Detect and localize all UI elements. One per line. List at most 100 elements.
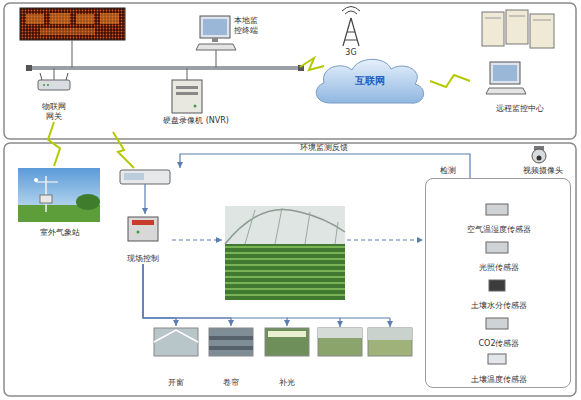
- field-panel: [4, 143, 576, 396]
- server-icon: [530, 14, 554, 48]
- camera-icon: [532, 149, 546, 163]
- sensor-node: 土壤温度传感器: [434, 351, 564, 385]
- sensor-node: CO2传感器: [434, 315, 564, 349]
- station-arm: [36, 181, 58, 182]
- led-glyph: [50, 13, 70, 24]
- node-label: 空气温湿度传感器: [434, 225, 564, 235]
- camera-lens: [537, 156, 542, 161]
- signal-arc: [342, 7, 360, 12]
- device-screen: [124, 173, 144, 180]
- drive-slot: [176, 86, 198, 89]
- greenhouse-roof: [225, 206, 345, 244]
- server-slot: [509, 16, 525, 17]
- node-label: 3G: [336, 48, 366, 58]
- light-photo: [265, 328, 309, 356]
- sensor-icon: [486, 204, 508, 215]
- actuator-drop: [339, 318, 340, 327]
- actuator-node: 补光: [263, 326, 311, 388]
- bus-drop: [71, 40, 72, 68]
- wireless-link: [300, 58, 324, 70]
- node-label: 光照传感器: [434, 263, 564, 273]
- sensor-group: 检测空气温湿度传感器光照传感器土壤水分传感器CO2传感器土壤温度传感器: [425, 178, 571, 388]
- station-box: [40, 195, 52, 203]
- bus-drop: [215, 50, 216, 68]
- drive-slot: [176, 92, 198, 95]
- photo-detail: [209, 346, 253, 350]
- server-icon: [482, 12, 504, 46]
- tower-node: 3G: [336, 14, 366, 58]
- server-slot: [485, 18, 501, 19]
- node-label: 视频摄像头: [510, 166, 576, 176]
- tree: [76, 194, 100, 210]
- monitor-screen: [493, 65, 517, 81]
- roof-bar: [275, 208, 282, 244]
- sensor-icon: [486, 318, 508, 329]
- weather-station-node: 室外气象站: [16, 166, 104, 238]
- gateway-node: 物联网网关: [30, 76, 78, 122]
- monitor-stand: [212, 38, 218, 42]
- photo-detail: [209, 336, 253, 340]
- server-icon: [506, 10, 528, 44]
- feedback-line: [180, 154, 470, 178]
- curtain-photo: [209, 328, 253, 356]
- roof-bar: [245, 210, 255, 244]
- led-glyph: [40, 28, 95, 35]
- node-label: 补光: [263, 378, 311, 388]
- gateway-icon: [38, 80, 70, 90]
- wireless-link: [430, 75, 470, 87]
- actuator-bus: [287, 317, 390, 318]
- roof-bar: [305, 212, 310, 244]
- tower-icon: [345, 40, 357, 41]
- wireless-link: [48, 122, 60, 166]
- monitor-screen: [203, 19, 227, 35]
- status-light: [43, 84, 45, 86]
- led-display: [20, 8, 125, 40]
- led-glyph: [100, 13, 119, 24]
- photo-detail: [268, 331, 306, 337]
- actuator-node: 卷帘: [207, 326, 255, 388]
- field-control-node: 现场控制: [115, 214, 171, 264]
- bus-end: [26, 65, 32, 71]
- weather-photo: [18, 168, 100, 222]
- antenna: [40, 73, 42, 80]
- wireless-link: [113, 132, 134, 168]
- sensor-icon: [489, 280, 505, 291]
- network-bus: [30, 66, 300, 70]
- power-light: [194, 105, 197, 108]
- control-line: [143, 264, 287, 326]
- roof-arch: [225, 209, 345, 244]
- actuator-node: 开窗: [152, 326, 200, 388]
- station-sensor: [34, 178, 38, 182]
- node-label: 土壤温度传感器: [434, 375, 564, 385]
- antenna: [66, 73, 68, 80]
- terminal-node: 本地监控终端: [196, 12, 268, 52]
- nvr-node: 硬盘录像机 (NVR): [148, 76, 244, 126]
- node-label: 土壤水分传感器: [434, 301, 564, 311]
- tower-icon: [347, 32, 355, 33]
- node-label: 物联网网关: [41, 102, 67, 122]
- line-label: 环境监测反馈: [300, 143, 348, 153]
- control-cabinet: [128, 217, 158, 241]
- remote-center-node: 远程监控中心: [470, 8, 570, 114]
- photo-detail: [154, 330, 198, 342]
- node-label: 检测: [440, 166, 456, 176]
- node-label: 室外气象站: [16, 228, 104, 238]
- cabinet-panel: [132, 220, 154, 225]
- cloud-node: 互联网: [310, 55, 430, 107]
- sensor-node: 土壤水分传感器: [434, 277, 564, 311]
- led-glyph: [76, 14, 94, 24]
- actuator-drop: [389, 318, 390, 327]
- keyboard: [486, 88, 526, 94]
- monitor-icon: [200, 16, 230, 38]
- status-light: [47, 84, 49, 86]
- control-arrow: [144, 184, 145, 214]
- led-glyph: [26, 14, 44, 24]
- node-label: 远程监控中心: [470, 104, 570, 114]
- sensor-icon: [486, 242, 508, 253]
- node-label: 现场控制: [115, 254, 171, 264]
- camera-node: 视频摄像头: [510, 142, 576, 176]
- node-label: 硬盘录像机 (NVR): [148, 116, 244, 126]
- network-panel: [4, 3, 576, 139]
- photo-detail: [368, 328, 412, 340]
